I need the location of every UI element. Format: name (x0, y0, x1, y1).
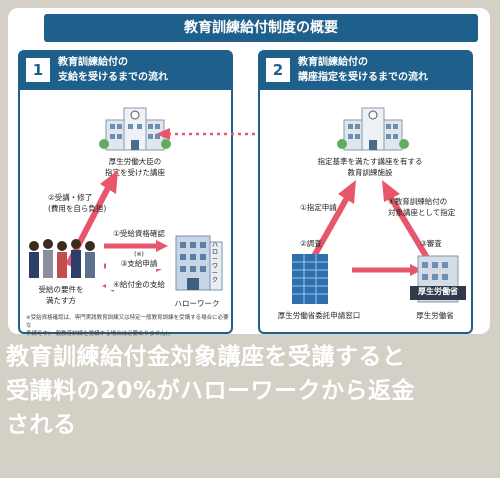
step1-label: ①受給資格確認 (106, 228, 172, 239)
attend-label-line1: ②受講・修了 (48, 193, 93, 202)
panel-title-line2: 支給を受けるまでの流れ (58, 72, 168, 83)
designate-label-line1: ④教育訓練給付の (388, 197, 448, 206)
people-label-line1: 受給の要件を (38, 285, 84, 294)
step3-label: ③支給申請 (106, 258, 172, 269)
people-label: 受給の要件を 満たす方 (24, 284, 98, 306)
facility-label: 指定基準を満たす講座を有する 教育訓練施設 (300, 156, 440, 178)
ministry-sign: 厚生労働省 (418, 287, 458, 296)
panel-benefit-flow: 1 教育訓練給付の 支給を受けるまでの流れ 厚生労働大臣の 指定を受けた講座 (18, 50, 233, 337)
caption-text: 教育訓練給付金対象講座を受講すると 受講料の20%がハローワークから返金 される (6, 340, 496, 442)
step1-sub: (※) (134, 251, 144, 258)
school-building-icon (99, 107, 171, 151)
people-label-line2: 満たす方 (46, 296, 76, 305)
designate-label: ④教育訓練給付の 対象講座として指定 (388, 196, 470, 218)
step1-text: ①受給資格確認 (113, 229, 165, 238)
step4-label: ④給付金の支給 (106, 279, 172, 290)
footnote: ※受給資格確認は、専門実践教育訓練又は特定一般教育訓練を受講する場合に必要な 手… (26, 314, 230, 338)
office-label: 厚生労働省委託申請窓口 (277, 311, 361, 320)
hellowork-sign: ハローワーク (211, 242, 218, 284)
ministry-label: 厚生労働省 (416, 311, 454, 320)
panel-header: 1 教育訓練給付の 支給を受けるまでの流れ (20, 52, 231, 90)
panel-number: 1 (26, 58, 50, 82)
attend-label-line2: (費用を自ら負担) (48, 204, 107, 213)
facility-label-line1: 指定基準を満たす講座を有する (317, 157, 423, 166)
hellowork-label: ハローワーク (174, 299, 220, 308)
caption-line3: される (6, 412, 77, 438)
ministry-building-icon (410, 255, 466, 303)
school-label: 厚生労働大臣の 指定を受けた講座 (80, 156, 190, 178)
apply-label: ①指定申請 (300, 203, 337, 212)
panel-title-line2: 講座指定を受けるまでの流れ (298, 72, 428, 83)
caption-line1: 教育訓練給付金対象講座を受講すると (6, 344, 406, 370)
caption-line2: 受講料の20%がハローワークから返金 (6, 378, 416, 404)
panel-header: 2 教育訓練給付の 講座指定を受けるまでの流れ (260, 52, 471, 90)
school-label-line2: 指定を受けた講座 (105, 168, 165, 177)
designate-label-line2: 対象講座として指定 (388, 208, 456, 217)
review-label: ③審査 (420, 239, 442, 248)
office-building-icon (292, 254, 328, 304)
dotted-arrow-icon (156, 128, 332, 140)
survey-label: ②調査 (300, 239, 322, 248)
panel-title: 教育訓練給付の 講座指定を受けるまでの流れ (298, 55, 467, 85)
panel-title: 教育訓練給付の 支給を受けるまでの流れ (58, 55, 227, 85)
panel-title-line1: 教育訓練給付の (298, 57, 368, 68)
overview-title: 教育訓練給付制度の概要 (44, 14, 478, 42)
attend-label: ②受講・修了 (費用を自ら負担) (48, 192, 118, 214)
overview-card: 教育訓練給付制度の概要 1 教育訓練給付の 支給を受けるまでの流れ (8, 8, 490, 337)
panel-number: 2 (266, 58, 290, 82)
school-label-line1: 厚生労働大臣の (108, 157, 162, 166)
people-group-icon (29, 239, 95, 278)
panel-title-line1: 教育訓練給付の (58, 57, 128, 68)
training-facility-icon (337, 107, 409, 151)
panel-designation-flow: 2 教育訓練給付の 講座指定を受けるまでの流れ 指定基準を満たす講座を有する 教… (258, 50, 473, 334)
facility-label-line2: 教育訓練施設 (347, 168, 393, 177)
footnote-line2: 手続です(一般教育訓練を受講する場合は必要ありません)。 (26, 331, 174, 337)
footnote-line1: ※受給資格確認は、専門実践教育訓練又は特定一般教育訓練を受講する場合に必要な (26, 315, 229, 329)
hellowork-building-icon (175, 235, 223, 291)
